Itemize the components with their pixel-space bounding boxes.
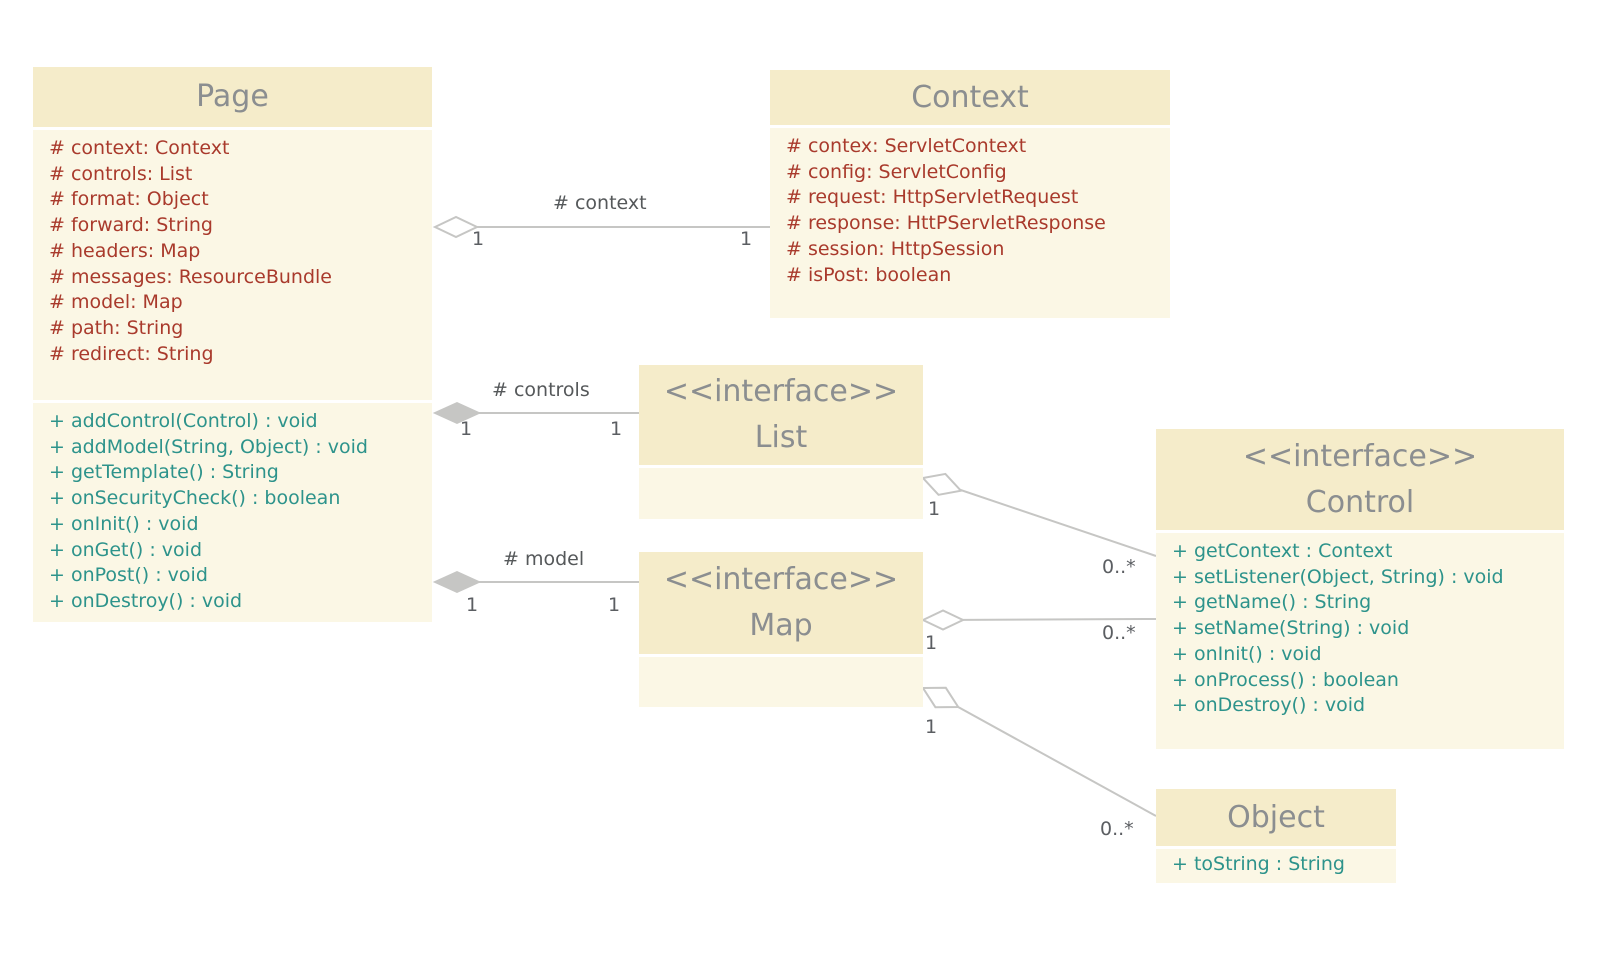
class-member: + setListener(Object, String) : void <box>1172 565 1504 588</box>
class-member: # request: HttpServletRequest <box>786 186 1079 209</box>
class-object-methods: + toString : String <box>1156 849 1396 883</box>
multiplicity: 1 <box>928 498 941 520</box>
class-member: # contex: ServletContext <box>786 135 1027 157</box>
multiplicity: 0..* <box>1100 818 1134 840</box>
class-context-title: Context <box>770 70 1170 125</box>
class-member: + onInit() : void <box>1172 642 1322 665</box>
class-member: # path: String <box>49 316 184 339</box>
class-member: + onProcess() : boolean <box>1172 668 1399 691</box>
association-map-object-line <box>939 696 1157 817</box>
class-member: # config: ServletConfig <box>786 160 1007 183</box>
aggregation-diamond-map-object <box>921 686 961 709</box>
class-member: + addModel(String, Object) : void <box>49 435 368 458</box>
class-member: + getContext : Context <box>1172 540 1393 562</box>
class-member: + onDestroy() : void <box>49 589 243 612</box>
interface-map-title: <<interface>> Map <box>639 552 923 654</box>
class-member: + onDestroy() : void <box>1172 694 1366 717</box>
multiplicity: 0..* <box>1102 622 1136 644</box>
class-member: + onInit() : void <box>49 512 199 535</box>
stereotype-label: <<interface>> <box>663 374 899 409</box>
class-object: Object + toString : String <box>1156 789 1396 883</box>
multiplicity: 1 <box>925 716 938 738</box>
aggregation-diamond-map-control <box>920 609 966 631</box>
class-member: # isPost: boolean <box>786 263 952 286</box>
multiplicity: 1 <box>460 418 473 440</box>
stereotype-label: <<interface>> <box>663 562 899 597</box>
class-member: # model: Map <box>49 291 183 314</box>
class-member: # session: HttpSession <box>786 237 1005 260</box>
multiplicity: 1 <box>608 594 621 616</box>
interface-control: <<interface>> Control + getContext : Con… <box>1156 429 1564 749</box>
class-context: Context # contex: ServletContext # config… <box>770 70 1170 318</box>
interface-list-body <box>639 468 923 519</box>
association-map-control-line <box>939 618 1157 621</box>
multiplicity: 1 <box>466 594 479 616</box>
class-member: # messages: ResourceBundle <box>49 265 332 288</box>
class-page: Page # context: Context# controls: List#… <box>33 67 432 622</box>
aggregation-diamond-page-context <box>432 215 480 239</box>
interface-list-title: <<interface>> List <box>639 365 923 465</box>
class-member: # format: Object <box>49 188 209 211</box>
interface-list: <<interface>> List <box>639 365 923 519</box>
class-page-methods: + addControl(Control) : void + addModel(S… <box>33 403 432 622</box>
class-member: # context: Context <box>49 137 230 159</box>
multiplicity: 1 <box>740 228 753 250</box>
association-label-context: # context <box>553 192 647 214</box>
interface-name: Map <box>749 608 813 643</box>
interface-control-methods: + getContext : Context + setListener(Obje… <box>1156 533 1564 749</box>
multiplicity: 1 <box>925 632 938 654</box>
class-member: # response: HttPServletResponse <box>786 212 1106 235</box>
multiplicity: 1 <box>610 418 623 440</box>
association-list-control-line <box>939 482 1157 557</box>
interface-control-title: <<interface>> Control <box>1156 429 1564 530</box>
class-member: + getName() : String <box>1172 591 1372 614</box>
association-label-model: # model <box>503 548 585 570</box>
stereotype-label: <<interface>> <box>1242 438 1478 474</box>
class-page-title: Page <box>33 67 432 127</box>
class-member: # headers: Map <box>49 239 201 262</box>
class-member: + onPost() : void <box>49 564 208 587</box>
interface-name: Control <box>1305 484 1415 520</box>
class-context-attributes: # contex: ServletContext # config: Servle… <box>770 128 1170 318</box>
class-member: + onGet() : void <box>49 538 203 561</box>
class-object-title: Object <box>1156 789 1396 846</box>
class-member: # forward: String <box>49 214 213 237</box>
class-member: + setName(String) : void <box>1172 617 1410 640</box>
association-label-controls: # controls <box>492 379 590 401</box>
composition-diamond-page-controls <box>432 401 482 425</box>
class-member: # redirect: String <box>49 342 214 365</box>
class-member: + toString : String <box>1172 853 1345 875</box>
class-member: # controls: List <box>49 162 193 185</box>
interface-map: <<interface>> Map <box>639 552 923 707</box>
interface-map-body <box>639 657 923 707</box>
interface-name: List <box>754 420 808 455</box>
multiplicity: 1 <box>472 228 485 250</box>
class-member: + onSecurityCheck() : boolean <box>49 487 341 510</box>
class-page-attributes: # context: Context # controls: List # form… <box>33 130 432 400</box>
composition-diamond-page-model <box>432 570 482 594</box>
multiplicity: 0..* <box>1102 556 1136 578</box>
class-member: + addControl(Control) : void <box>49 410 318 432</box>
class-member: + getTemplate() : String <box>49 461 279 484</box>
aggregation-diamond-list-control <box>921 472 963 496</box>
